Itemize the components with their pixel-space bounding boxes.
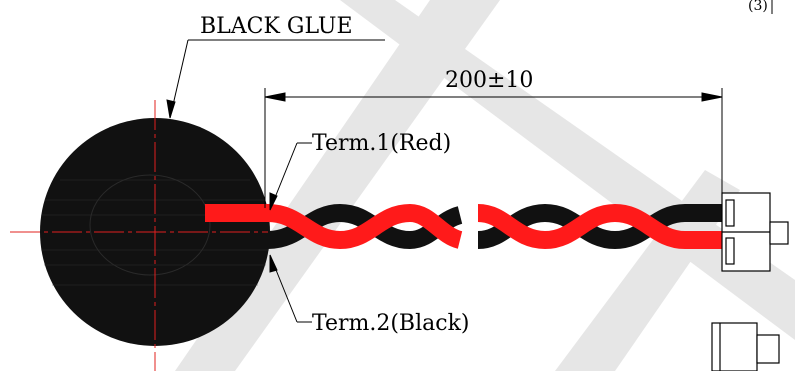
red-wire-right [477,203,722,250]
glue-leader-arrow [166,99,176,119]
term2-arrow [269,254,278,273]
term2-label: Term.2(Black) [312,311,470,336]
red-wire-left [267,203,463,250]
dim-arrow-right [701,92,723,102]
glue-label: BLACK GLUE [200,14,353,39]
dimension-label: 200±10 [445,68,533,93]
connector-side-view [711,322,780,371]
side-body [711,322,758,371]
centerlines [10,100,300,371]
disc-inner-ring [89,174,211,276]
twisted-wires-right [477,203,722,250]
term1-arrow [269,192,278,211]
term1-leader [269,142,312,211]
glue-leader [166,39,385,119]
dim-arrow-left [264,92,286,102]
connector-pin-2 [725,237,735,265]
watermark [175,0,795,371]
side-latch [756,334,780,364]
term2-leader [269,254,312,323]
connector-pin-1 [725,199,735,227]
corner-mark: (3) [748,0,768,14]
twisted-wires-left [205,203,463,250]
term1-label: Term.1(Red) [312,131,451,156]
dimension [264,88,723,208]
connector [721,192,789,272]
connector-latch [769,221,789,245]
